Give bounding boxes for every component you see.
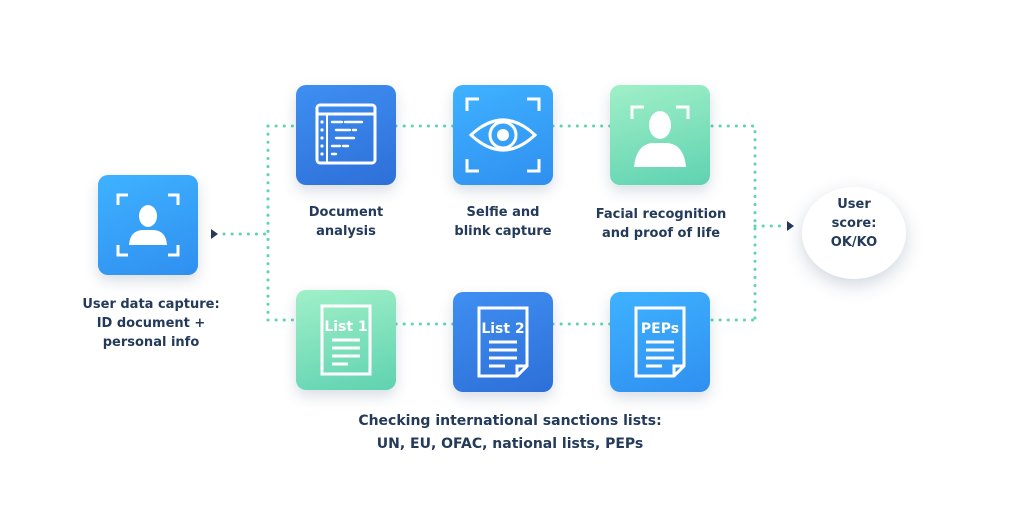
selfie-capture-tile <box>453 85 553 185</box>
face-scan-icon <box>630 105 690 167</box>
list2-label: List 2 <box>481 321 524 337</box>
user-capture-tile <box>98 175 198 275</box>
score-line: OK/KO <box>830 235 878 250</box>
facial-recognition-tile <box>610 85 710 185</box>
facial-recognition-label: Facial recognition and proof of life <box>595 207 727 241</box>
user-score-circle: User score: OK/KO <box>802 187 906 279</box>
arrow-to-score <box>787 221 794 231</box>
arrow-to-branch <box>211 229 218 239</box>
score-line: score: <box>831 216 877 231</box>
user-scan-icon <box>116 193 180 257</box>
document-analysis-tile <box>296 85 396 185</box>
eye-icon <box>465 97 541 173</box>
document-list-icon: List 2 <box>477 306 529 378</box>
peps-label: PEPs <box>641 321 679 337</box>
document-analysis-label: Document analysis <box>308 205 384 239</box>
score-line: User <box>837 197 871 212</box>
list2-tile: List 2 <box>453 292 553 392</box>
list1-label: List 1 <box>324 319 367 335</box>
peps-tile: PEPs <box>610 292 710 392</box>
user-capture-label: User data capture: ID document + persona… <box>82 297 220 350</box>
sanctions-label: Checking international sanctions lists: … <box>358 413 662 452</box>
list1-tile: List 1 <box>296 290 396 390</box>
code-window-icon <box>315 103 377 165</box>
document-list-icon: PEPs <box>634 306 686 378</box>
selfie-capture-label: Selfie and blink capture <box>454 205 552 239</box>
document-list-icon: List 1 <box>320 304 372 376</box>
